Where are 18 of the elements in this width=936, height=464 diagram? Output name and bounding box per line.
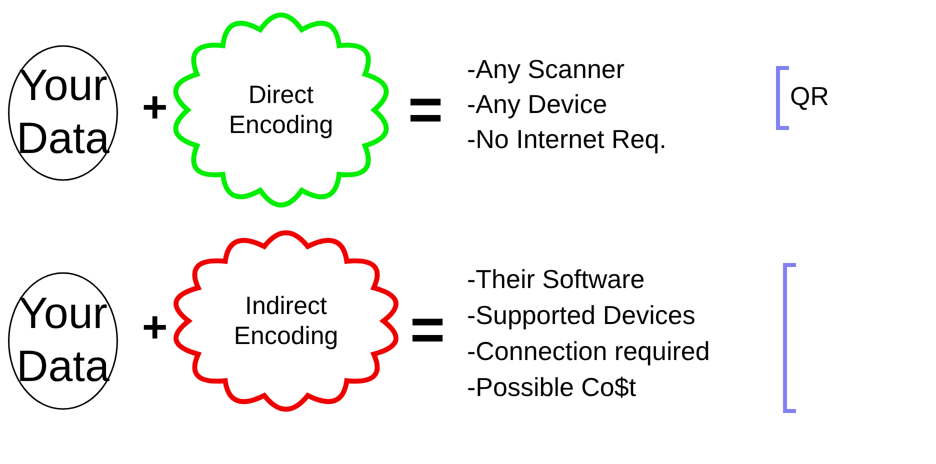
plus-sign: + xyxy=(142,306,168,350)
list-item: -Their Software xyxy=(467,266,645,292)
list-item: -Possible Co$t xyxy=(467,374,636,400)
list-item: -Any Scanner xyxy=(467,56,625,82)
list-item: -Supported Devices xyxy=(467,302,696,328)
node-text: Direct Encoding xyxy=(228,80,334,140)
list-item: -Connection required xyxy=(467,338,710,364)
circle-shape xyxy=(8,272,118,410)
node-text: Your Data xyxy=(16,60,110,165)
equals-sign: = xyxy=(408,80,444,140)
code-type-label: QR xyxy=(790,83,829,109)
plus-sign: + xyxy=(142,86,168,130)
node-text: Indirect Encoding xyxy=(232,291,340,351)
list-item: -Any Device xyxy=(467,91,608,117)
node-text: Your Data xyxy=(16,288,110,393)
list-item: -No Internet Req. xyxy=(467,126,666,152)
equals-sign: = xyxy=(410,300,446,360)
circle-shape xyxy=(8,45,118,181)
